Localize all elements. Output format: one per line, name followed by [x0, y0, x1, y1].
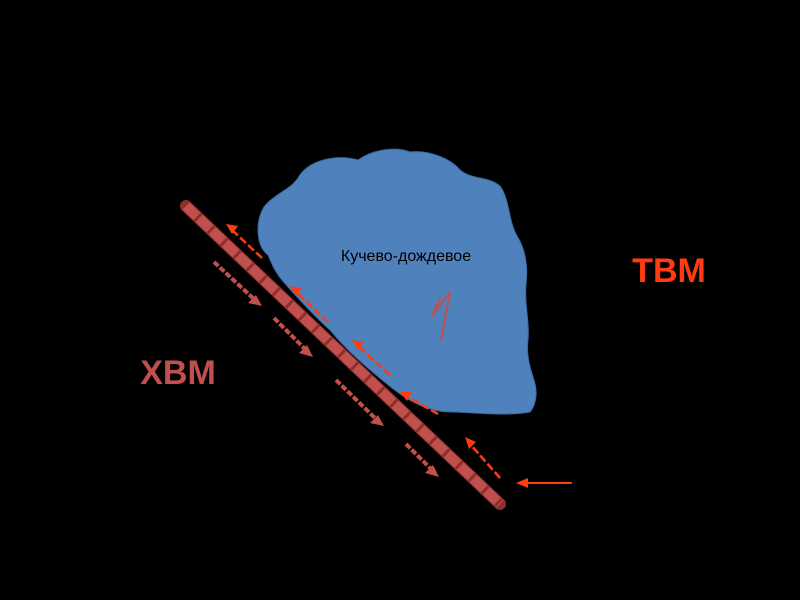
cloud-label: Кучево-дождевое — [341, 248, 471, 265]
cold-air-arrowhead — [299, 345, 313, 357]
warm-air-mass-label: ТВМ — [632, 252, 706, 290]
cold-air-arrowhead — [425, 465, 439, 477]
cold-air-arrow — [406, 444, 432, 470]
cumulonimbus-cloud — [258, 149, 536, 414]
cold-air-mass-label: ХВМ — [140, 354, 216, 392]
warm-air-inflow-arrowhead — [516, 478, 528, 488]
